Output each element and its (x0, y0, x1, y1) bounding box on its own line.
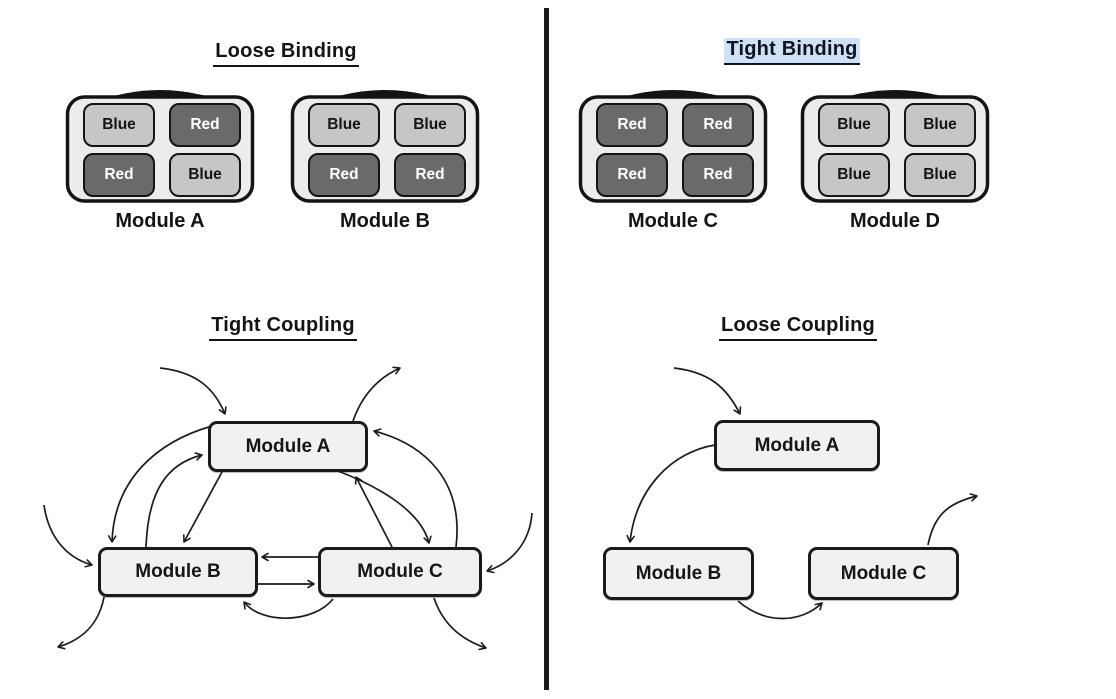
loose-coupling-node-a: Module A (714, 420, 880, 471)
arrow-a-to-c (337, 470, 432, 544)
center-divider (544, 8, 549, 690)
cell-chip: Blue (904, 153, 976, 197)
tight-coupling-arrows (43, 366, 533, 651)
cell-grid: Red Red Red Red (596, 103, 754, 197)
arrow-a-to-b-outer (107, 425, 213, 543)
cell-chip: Red (682, 103, 754, 147)
binding-module-a: Blue Red Red Blue (64, 85, 256, 205)
module-d-label: Module D (850, 210, 940, 232)
arrow-b-to-external (57, 596, 105, 650)
binding-module-b: Blue Blue Red Red (289, 85, 481, 205)
cell-chip: Red (596, 103, 668, 147)
arrow-c-to-a-outer (373, 428, 458, 548)
arrow-c-to-external (433, 597, 487, 651)
cell-chip: Blue (308, 103, 380, 147)
cell-chip: Red (83, 153, 155, 197)
arrow-external-into-c (486, 512, 533, 574)
cell-chip: Blue (169, 153, 241, 197)
cell-chip: Blue (904, 103, 976, 147)
arrow-external-into-a (673, 367, 742, 415)
loose-binding-title-text: Loose Binding (213, 40, 359, 67)
tight-coupling-node-b: Module B (98, 547, 258, 597)
arrow-c-to-b-underarc (243, 598, 334, 619)
cell-grid: Blue Blue Red Red (308, 103, 466, 197)
arrow-a-to-b (626, 444, 716, 543)
loose-coupling-title: Loose Coupling (672, 314, 924, 341)
arrow-b-to-c (737, 600, 823, 620)
module-b-label: Module B (340, 210, 430, 232)
cell-chip: Blue (818, 103, 890, 147)
loose-coupling-node-c: Module C (808, 547, 959, 600)
arrow-a-to-b-inner (182, 471, 223, 543)
arrow-c-to-external (927, 493, 978, 546)
tight-coupling-node-a: Module A (208, 421, 368, 472)
arrow-b-to-a (145, 452, 203, 548)
cell-chip: Blue (394, 103, 466, 147)
cell-chip: Red (169, 103, 241, 147)
cell-chip: Red (308, 153, 380, 197)
loose-coupling-node-b: Module B (603, 547, 754, 600)
tight-coupling-node-c: Module C (318, 547, 482, 597)
module-c-label: Module C (628, 210, 718, 232)
arrow-c-to-a-inner (354, 476, 393, 548)
cell-chip: Blue (818, 153, 890, 197)
cell-chip: Red (682, 153, 754, 197)
tight-binding-title: Tight Binding (666, 38, 918, 65)
module-a-label: Module A (115, 210, 205, 232)
binding-module-d: Blue Blue Blue Blue (799, 85, 991, 205)
binding-module-c: Red Red Red Red (577, 85, 769, 205)
loose-coupling-title-text: Loose Coupling (719, 314, 877, 341)
cell-grid: Blue Blue Blue Blue (818, 103, 976, 197)
arrow-a-to-external (352, 366, 401, 422)
tight-coupling-title-text: Tight Coupling (209, 314, 357, 341)
arrow-external-into-b (43, 504, 93, 568)
cell-chip: Blue (83, 103, 155, 147)
tight-binding-title-text: Tight Binding (724, 38, 860, 65)
tight-coupling-title: Tight Coupling (157, 314, 409, 341)
cell-grid: Blue Red Red Blue (83, 103, 241, 197)
loose-coupling-arrows (626, 367, 978, 620)
arrow-external-into-a (159, 367, 227, 415)
cell-chip: Red (596, 153, 668, 197)
loose-binding-title: Loose Binding (160, 40, 412, 67)
cell-chip: Red (394, 153, 466, 197)
